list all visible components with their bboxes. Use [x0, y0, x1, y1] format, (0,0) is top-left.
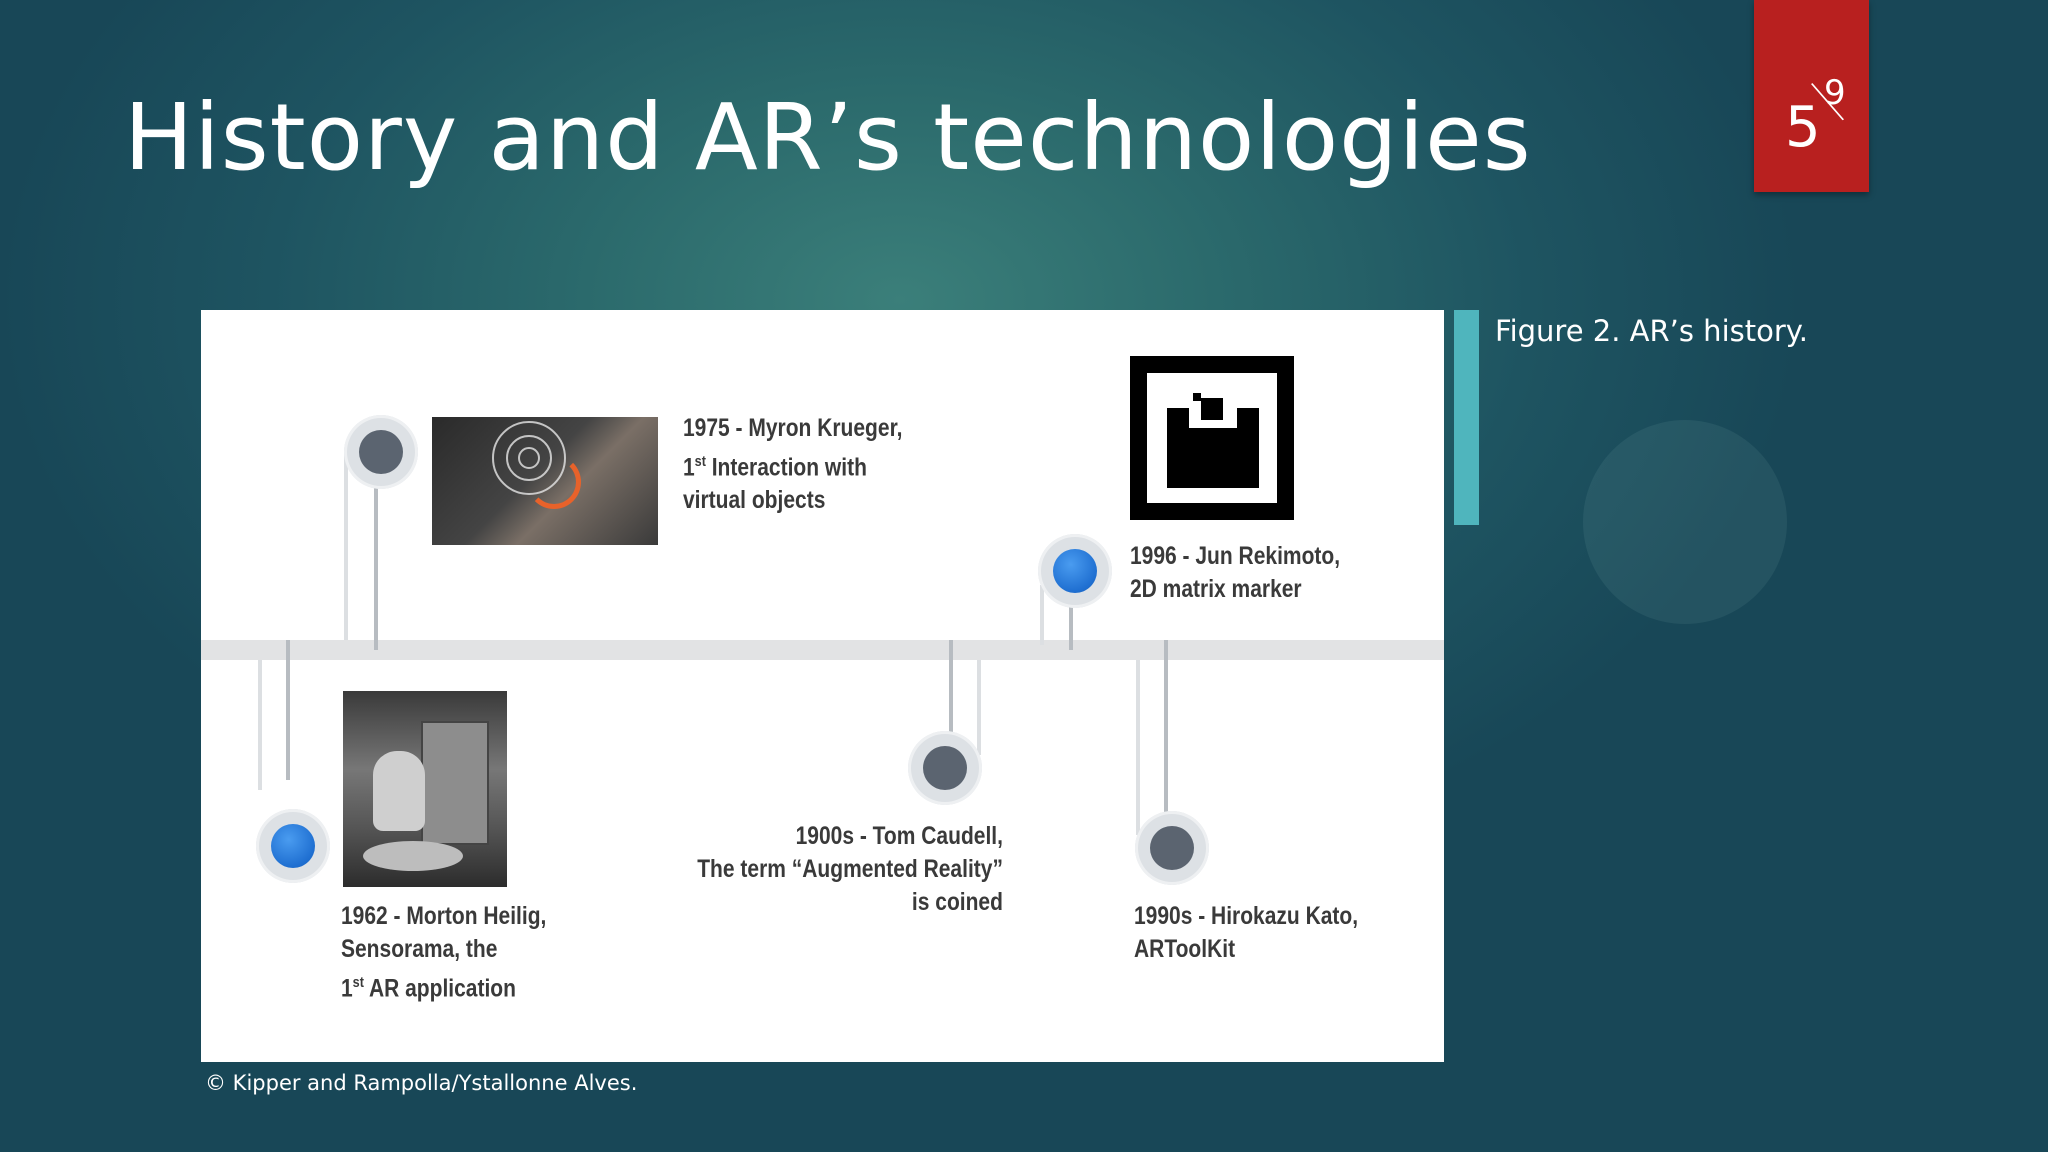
timeline-node-1996 [1038, 534, 1112, 608]
event-1975-text: 1975 - Myron Krueger, 1st Interaction wi… [683, 414, 903, 515]
event-1990s-text: 1990s - Hirokazu Kato, ARToolKit [1134, 902, 1359, 963]
caption-accent-bar [1454, 310, 1479, 525]
timeline-stem [374, 450, 378, 650]
timeline-stem [344, 450, 348, 640]
krueger-photo [432, 417, 658, 545]
sensorama-photo [343, 691, 507, 887]
timeline-stem [1136, 660, 1140, 835]
slide-title: History and AR’s technologies [124, 84, 1532, 191]
timeline-stem [1069, 585, 1073, 650]
timeline-stem [286, 640, 290, 780]
page-total: 9 [1824, 73, 1846, 113]
timeline-stem [1164, 640, 1168, 835]
timeline-stem [1040, 585, 1044, 645]
timeline-node-1962 [256, 809, 330, 883]
ar-history-figure: 1975 - Myron Krueger, 1st Interaction wi… [201, 310, 1444, 1062]
decorative-circle [1583, 420, 1787, 624]
timeline-bar [201, 640, 1444, 660]
timeline-node-1900s [908, 731, 982, 805]
page-number-badge: 5 9 [1754, 0, 1869, 192]
event-1996-text: 1996 - Jun Rekimoto, 2D matrix marker [1130, 542, 1341, 603]
timeline-node-1990s [1135, 811, 1209, 885]
image-credit: © Kipper and Rampolla/Ystallonne Alves. [205, 1071, 638, 1095]
timeline-node-1975 [344, 415, 418, 489]
event-1900s-text: 1900s - Tom Caudell, The term “Augmented… [697, 822, 1003, 916]
figure-caption: Figure 2. AR’s history. [1495, 314, 1809, 348]
page-number: 5 [1785, 95, 1821, 160]
timeline-stem [258, 660, 262, 790]
timeline-stem [977, 660, 981, 755]
event-1962-text: 1962 - Morton Heilig, Sensorama, the 1st… [341, 902, 547, 1003]
timeline-stem [949, 640, 953, 760]
matrix-marker-image [1130, 356, 1294, 520]
